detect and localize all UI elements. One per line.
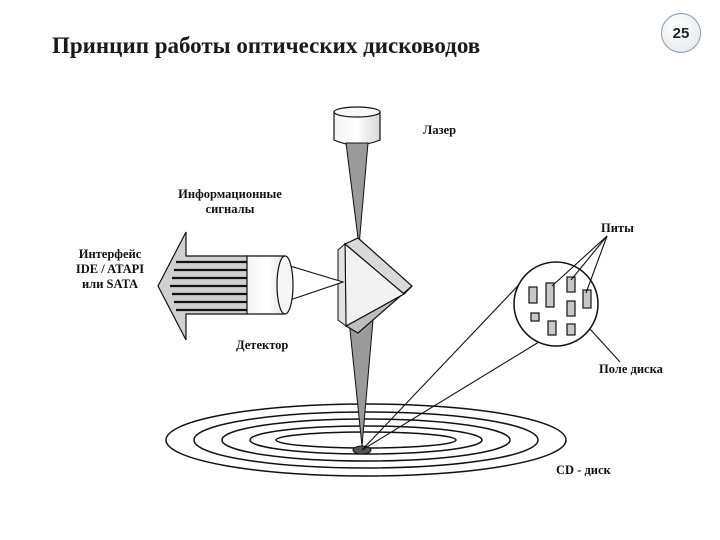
pits-pointer-lines: [551, 235, 608, 294]
laser-beam-upper: [345, 142, 369, 247]
page-number-badge: 25: [661, 13, 701, 53]
reflected-beam: [289, 265, 345, 301]
interface-arrow: [157, 231, 248, 341]
disc-field-label: Поле диска: [599, 362, 663, 376]
prism: [337, 237, 413, 334]
info-signals-label: Информационные сигналы: [170, 187, 290, 217]
disc-field-zoom: [513, 261, 599, 347]
laser-label: Лазер: [423, 123, 457, 137]
detector: [245, 255, 294, 315]
slide-title: Принцип работы оптических дисководов: [52, 33, 481, 58]
zoom-lines: [361, 271, 553, 451]
info-signals-line1: Информационные: [178, 187, 282, 201]
disc-field-pointer-line: [589, 328, 621, 363]
interface-label: Интерфейс IDE / ATAPI или SATA: [60, 247, 160, 292]
interface-line2: IDE / ATAPI: [75, 262, 145, 276]
pits-label: Питы: [601, 221, 634, 235]
interface-line1: Интерфейс: [78, 247, 142, 261]
interface-line3: или SATA: [81, 277, 139, 291]
info-signals-line2: сигналы: [205, 202, 255, 216]
detector-label: Детектор: [236, 338, 289, 352]
laser-emitter: [333, 106, 381, 146]
cd-disc-label: CD - диск: [556, 463, 611, 477]
cd-disc: [165, 403, 567, 477]
